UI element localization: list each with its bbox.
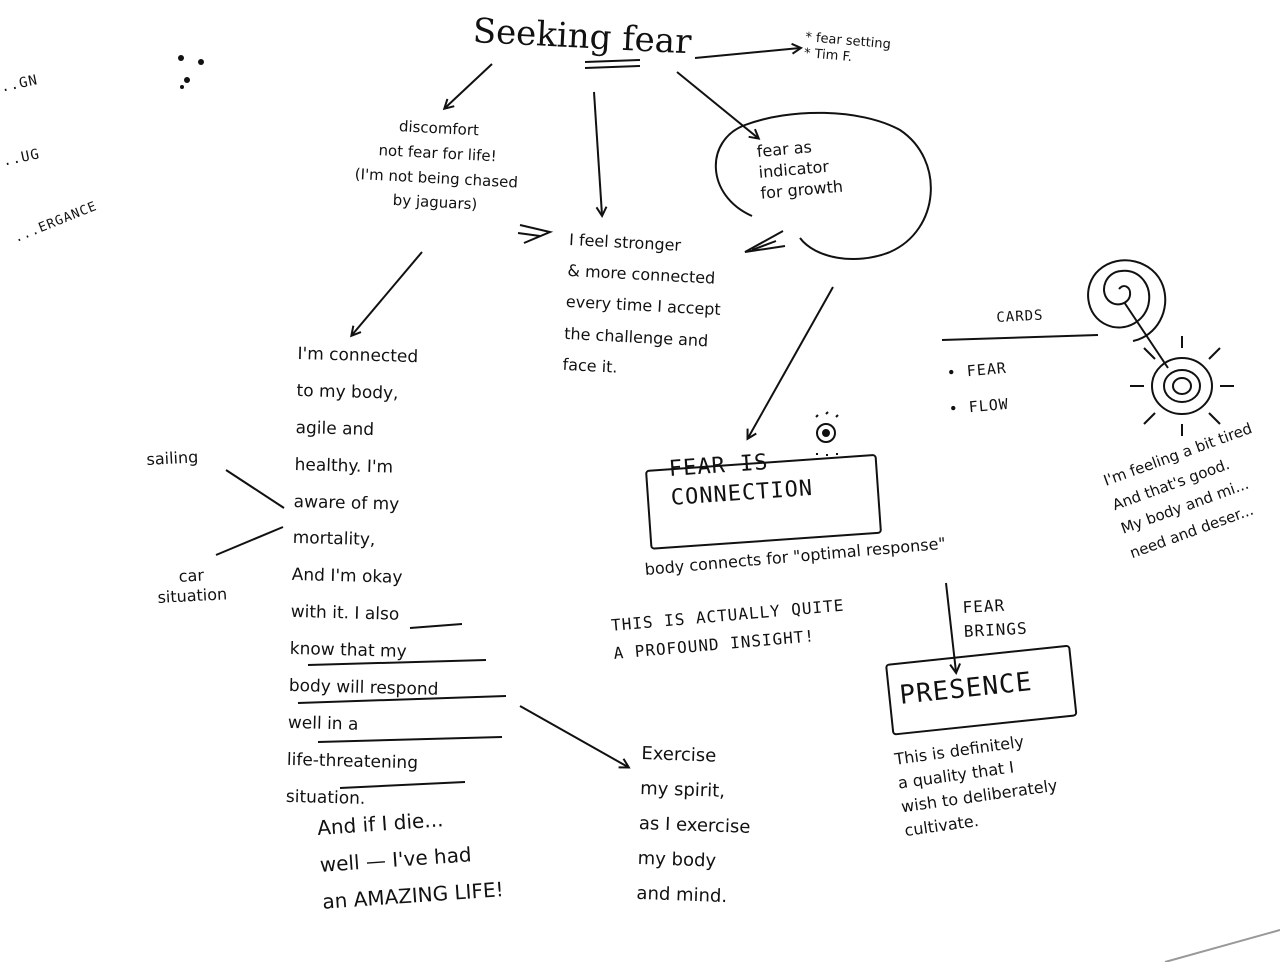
board-edge xyxy=(1164,929,1280,962)
spiral-icon xyxy=(1087,259,1167,342)
connection-box-text: FEAR IS CONNECTION xyxy=(668,450,814,511)
stronger-note: I feel stronger & more connected every t… xyxy=(562,229,722,377)
fear-brings-label: FEAR BRINGS xyxy=(962,595,1029,641)
exercise-note: Exercise my spirit, as I exercise my bod… xyxy=(636,742,751,908)
sailing-label: sailing xyxy=(146,447,199,469)
cards-underline xyxy=(941,334,1099,341)
discomfort-note: discomfort not fear for life! (I'm not b… xyxy=(354,117,519,214)
implies-mark-left xyxy=(517,224,554,244)
title-underline xyxy=(584,59,641,69)
arrow-title-to-discomfort xyxy=(445,63,493,108)
eye-doodle-icon xyxy=(815,411,839,456)
spiral-to-sun-line xyxy=(1123,301,1169,369)
sun-icon xyxy=(1130,336,1234,436)
arrow-title-to-growth xyxy=(676,71,758,138)
body-note: I'm connected to my body, agile and heal… xyxy=(285,343,439,809)
arrow-body-to-exercise xyxy=(519,705,628,767)
arrow-title-to-notes xyxy=(694,48,800,59)
arrow-growth-to-connection xyxy=(748,286,834,438)
implies-mark-right xyxy=(744,230,786,253)
arrow-title-to-stronger xyxy=(593,91,602,215)
cards-title: CARDS xyxy=(996,307,1044,326)
growth-note: fear as indicator for growth xyxy=(756,137,844,203)
arrow-discomfort-to-body xyxy=(352,251,423,335)
growth-circle xyxy=(714,111,932,261)
dots-doodle-icon xyxy=(178,55,204,89)
if-i-die-note: And if I die... well — I've had an AMAZI… xyxy=(316,807,505,914)
car-situation-label: car situation xyxy=(157,565,228,607)
underlines-body xyxy=(297,623,507,789)
arrow-connection-to-presence xyxy=(945,582,956,672)
line-car xyxy=(215,526,284,556)
line-sailing xyxy=(225,469,285,509)
